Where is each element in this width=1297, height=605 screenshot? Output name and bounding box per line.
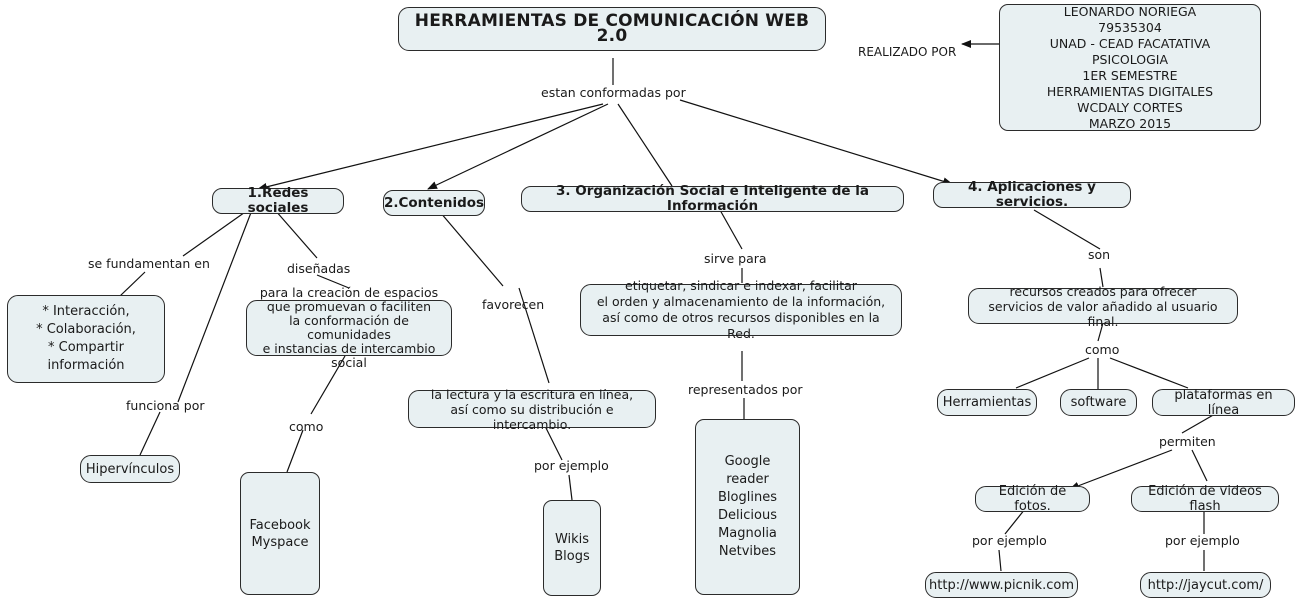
label-estan-conformadas-por: estan conformadas por xyxy=(541,85,686,100)
label-representados-por: representados por xyxy=(688,382,803,397)
edge-sefundamentan-box xyxy=(119,271,146,297)
label-por-ejemplo-fotos: por ejemplo xyxy=(972,533,1047,548)
label-realizado-por: REALIZADO POR xyxy=(858,45,957,59)
node-etiquetar-sindicar[interactable]: etiquetar, sindicar e indexar, facilitar… xyxy=(580,278,902,341)
node-fundamentos[interactable]: * Interacción, * Colaboración, * Compart… xyxy=(7,295,165,383)
node-lectura-escritura[interactable]: la lectura y la escritura en línea, así … xyxy=(408,387,656,432)
label-como-redes: como xyxy=(289,419,324,434)
node-hipervinculos[interactable]: Hipervínculos xyxy=(80,455,180,483)
edge-como-herramientas xyxy=(1015,357,1090,389)
node-google-reader-lista[interactable]: Google reader Bloglines Delicious Magnol… xyxy=(695,419,800,595)
edge-como-plataformas xyxy=(1109,357,1189,389)
node-plataformas-en-linea[interactable]: plataformas en línea xyxy=(1152,388,1295,418)
node-category-1-redes-sociales[interactable]: 1.Redes sociales xyxy=(212,186,344,216)
node-category-2-contenidos[interactable]: 2.Contenidos xyxy=(383,190,485,216)
node-category-4-aplicaciones-servicios[interactable]: 4. Aplicaciones y servicios. xyxy=(933,180,1131,210)
label-favorecen: favorecen xyxy=(482,297,545,312)
node-url-jaycut[interactable]: http://jaycut.com/ xyxy=(1140,572,1271,598)
label-por-ejemplo-videos: por ejemplo xyxy=(1165,533,1240,548)
label-sirve-para: sirve para xyxy=(704,251,767,266)
node-edicion-de-fotos[interactable]: Edición de fotos. xyxy=(975,484,1090,514)
label-por-ejemplo-wikis: por ejemplo xyxy=(534,458,609,473)
node-category-3-organizacion-social[interactable]: 3. Organización Social e Inteligente de … xyxy=(521,184,904,214)
edge-cat1-sefundamentan xyxy=(182,209,249,257)
node-recursos-creados[interactable]: recursos creados para ofrecer servicios … xyxy=(968,284,1238,329)
edge-cat2-favorecen xyxy=(439,211,504,287)
label-disenadas: diseñadas xyxy=(287,261,351,276)
edge-porejemplo-wikis xyxy=(568,474,573,501)
edge-cat4-son xyxy=(1033,209,1101,250)
label-permiten: permiten xyxy=(1159,434,1216,449)
node-facebook-myspace[interactable]: Facebook Myspace xyxy=(240,472,320,595)
label-funciona-por: funciona por xyxy=(126,398,205,413)
node-author-block[interactable]: LEONARDO NORIEGA 79535304 UNAD - CEAD FA… xyxy=(999,4,1261,131)
label-son: son xyxy=(1088,247,1111,262)
node-software[interactable]: software xyxy=(1060,389,1137,416)
edge-cat1-funcionapor xyxy=(177,209,253,403)
edge-hub-cat2 xyxy=(427,103,609,190)
node-title[interactable]: HERRAMIENTAS DE COMUNICACIÓN WEB 2.0 xyxy=(398,7,826,51)
edge-cat1-disenadas xyxy=(274,209,318,259)
node-url-picnik[interactable]: http://www.picnik.com xyxy=(925,572,1078,598)
edge-hub-cat4 xyxy=(679,99,953,186)
edge-permiten-videos xyxy=(1191,449,1208,482)
edge-porejemplo-picnik xyxy=(998,549,1002,572)
node-disenadas-descripcion[interactable]: para la creación de espacios que promuev… xyxy=(246,286,452,370)
label-se-fundamentan-en: se fundamentan en xyxy=(88,256,210,271)
node-edicion-de-videos-flash[interactable]: Edición de videos flash xyxy=(1131,484,1279,514)
node-herramientas[interactable]: Herramientas xyxy=(937,389,1037,416)
node-wikis-blogs[interactable]: Wikis Blogs xyxy=(543,500,601,596)
label-como-apps: como xyxy=(1085,342,1120,357)
edge-hub-cat1 xyxy=(257,103,604,191)
edge-funcionapor-hipervinculos xyxy=(139,411,161,456)
edge-como-facebook xyxy=(286,429,304,473)
edge-hub-cat3 xyxy=(617,103,673,187)
edge-cat3-sirvepara xyxy=(719,209,743,250)
